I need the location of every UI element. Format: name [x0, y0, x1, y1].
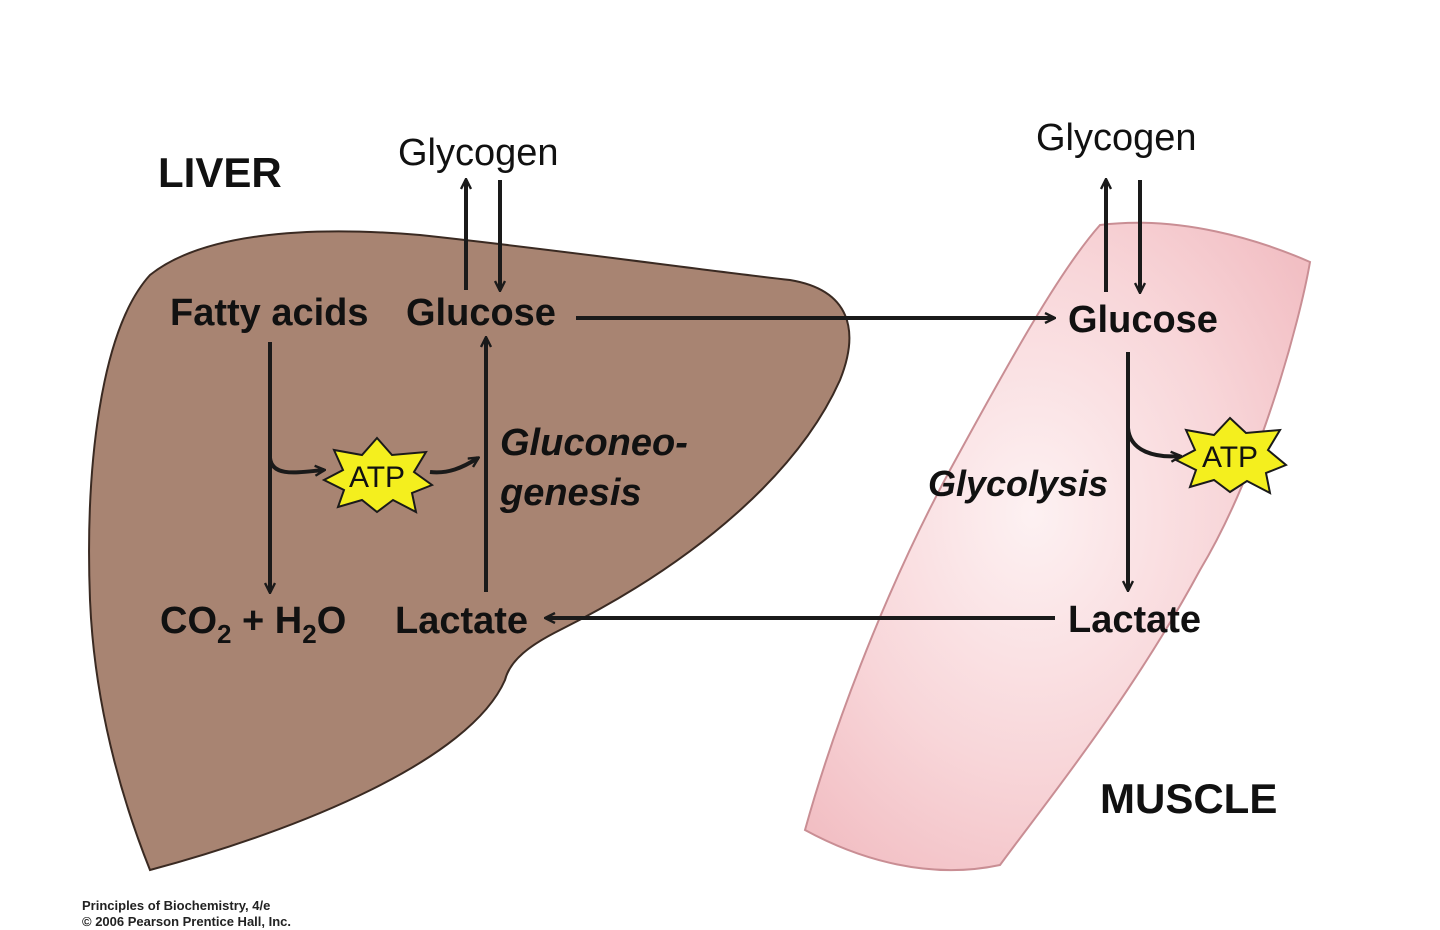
muscle-atp-star: ATP: [1173, 416, 1288, 495]
glycolysis-label: Glycolysis: [928, 463, 1108, 504]
muscle-lactate-label: Lactate: [1068, 599, 1201, 641]
muscle-atp-label: ATP: [1202, 441, 1258, 474]
muscle-glucose-label: Glucose: [1068, 299, 1218, 341]
muscle-shape: [803, 221, 1312, 872]
liver-lactate-label: Lactate: [395, 600, 528, 642]
copyright-credit: Principles of Biochemistry, 4/e © 2006 P…: [82, 898, 291, 930]
liver-atp-star: ATP: [321, 436, 435, 514]
gluconeogenesis-label-line1: Gluconeo-: [500, 422, 688, 464]
muscle-glycogen-label: Glycogen: [1036, 117, 1197, 159]
fatty-acids-atp-branch-arrow: [268, 457, 324, 472]
liver-title: LIVER: [158, 149, 282, 196]
credit-line-2: © 2006 Pearson Prentice Hall, Inc.: [82, 914, 292, 929]
liver-atp-label: ATP: [349, 461, 405, 494]
gluconeogenesis-label-line2: genesis: [499, 472, 642, 514]
atp-to-gluconeogenesis-arrow: [429, 458, 478, 475]
liver-fatty-acids-label: Fatty acids: [170, 292, 369, 334]
liver-co2-h2o-label: CO2 + H2O: [160, 600, 346, 649]
liver-shape: [88, 230, 851, 872]
glycolysis-atp-branch-arrow: [1126, 427, 1180, 456]
liver-glycogen-label: Glycogen: [398, 132, 559, 174]
credit-line-1: Principles of Biochemistry, 4/e: [82, 898, 271, 913]
muscle-title: MUSCLE: [1100, 775, 1277, 822]
liver-glucose-label: Glucose: [406, 292, 556, 334]
